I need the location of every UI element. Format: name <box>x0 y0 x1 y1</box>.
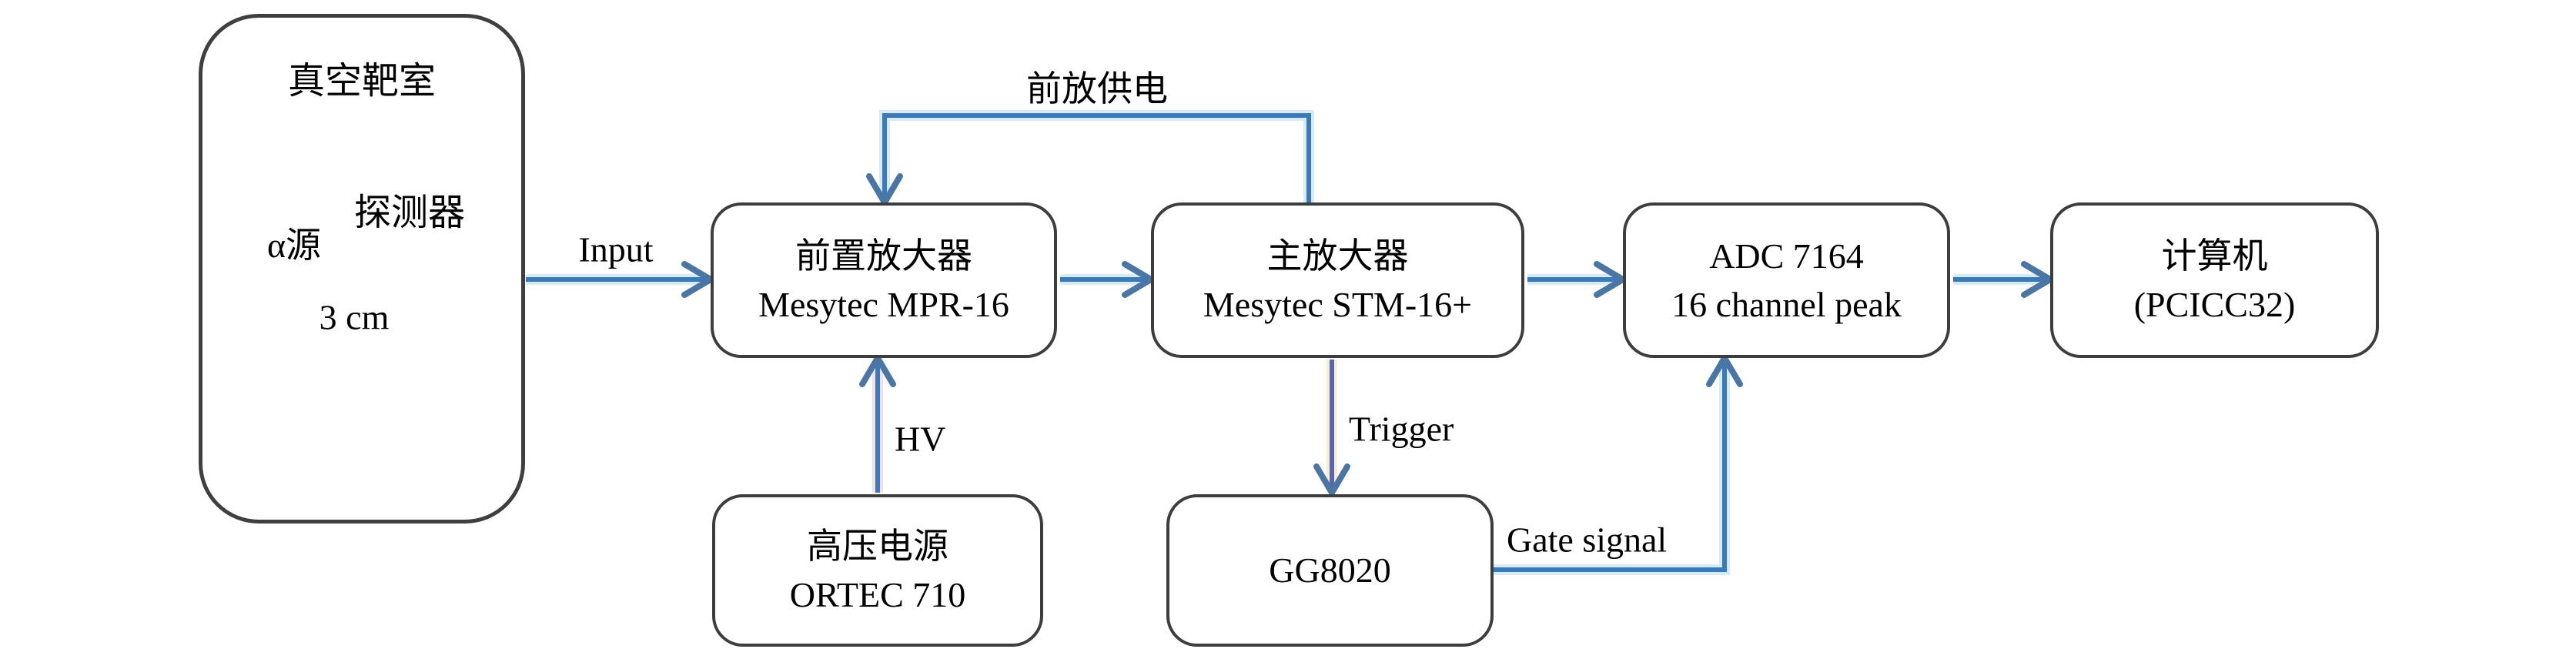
chamber-title: 真空靶室 <box>287 61 437 102</box>
preamp-power-label: 前放供电 <box>1026 69 1168 109</box>
adc-detail: 16 channel peak <box>1671 285 1902 324</box>
gate-arrowhead <box>1706 352 1743 387</box>
gate-shaft <box>1494 362 1727 572</box>
hv-label: HV <box>895 419 946 459</box>
hv-line <box>859 352 896 493</box>
hv-arrowhead <box>859 352 896 387</box>
preamp-to-mainamp-arrow <box>1060 261 1157 298</box>
computer-model: (PCICC32) <box>2133 285 2296 324</box>
detector-label: 探测器 <box>353 192 466 233</box>
gate-signal-label: Gate signal <box>1507 520 1668 560</box>
trigger-line <box>1313 360 1350 499</box>
vacuum-chamber <box>199 14 525 524</box>
preamp-power-halo <box>879 110 1314 202</box>
preamp-power-shaft <box>882 113 1311 202</box>
gate-generator-name: GG8020 <box>1269 550 1391 590</box>
main-amplifier-box: 主放大器 Mesytec STM-16+ <box>1151 202 1524 358</box>
distance-label: 3 cm <box>319 297 390 337</box>
trigger-arrowhead <box>1313 463 1350 499</box>
preamp-model: Mesytec MPR-16 <box>758 285 1009 324</box>
mainamp-to-adc-arrow <box>1527 261 1629 298</box>
preamp-name: 前置放大器 <box>795 236 972 276</box>
computer-box: 计算机 (PCICC32) <box>2050 202 2379 358</box>
hv-supply-name: 高压电源 <box>807 526 948 566</box>
input-label: Input <box>578 229 654 269</box>
gate-generator-box: GG8020 <box>1166 494 1494 647</box>
trigger-label: Trigger <box>1349 409 1454 449</box>
adc-box: ADC 7164 16 channel peak <box>1623 202 1950 358</box>
main-amplifier-model: Mesytec STM-16+ <box>1203 285 1473 324</box>
preamp-power-line <box>866 110 1314 209</box>
hv-supply-box: 高压电源 ORTEC 710 <box>712 494 1043 647</box>
gate-line <box>1494 352 1743 575</box>
computer-name: 计算机 <box>2161 236 2268 276</box>
alpha-source-label: α源 <box>266 226 322 265</box>
main-amplifier-name: 主放大器 <box>1266 236 1409 276</box>
hv-supply-model: ORTEC 710 <box>789 575 966 614</box>
adc-to-computer-arrow <box>1953 261 2056 298</box>
adc-name: ADC 7164 <box>1709 236 1864 276</box>
preamp-box: 前置放大器 Mesytec MPR-16 <box>711 202 1057 358</box>
